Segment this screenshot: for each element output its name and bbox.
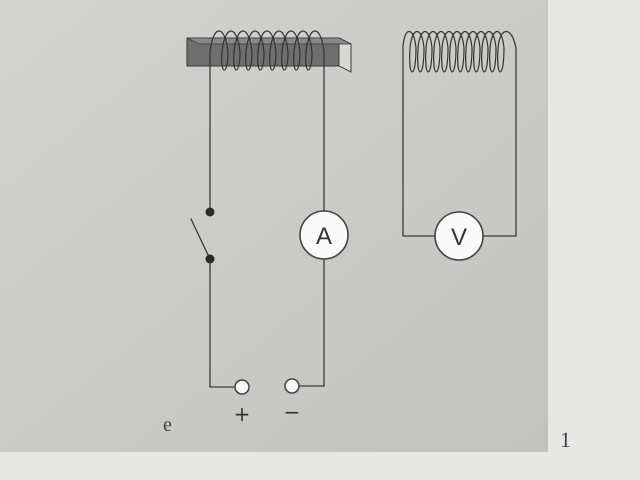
ammeter: A	[299, 210, 349, 260]
positive-terminal-label: +	[234, 402, 251, 426]
page-number: 1	[560, 427, 571, 452]
secondary-circuit: V	[402, 30, 517, 261]
primary-left-wire-lower	[209, 258, 236, 388]
secondary-right-wire	[482, 79, 517, 237]
negative-terminal	[284, 378, 300, 394]
switch-contact-top	[205, 207, 215, 217]
ammeter-symbol: A	[316, 223, 332, 250]
secondary-left-wire	[402, 79, 436, 237]
voltmeter-ring	[434, 211, 484, 261]
secondary-coil	[402, 30, 517, 80]
switch-lever	[190, 218, 211, 260]
primary-circuit: A + −	[186, 30, 352, 426]
negative-terminal-label: −	[284, 400, 301, 424]
voltmeter-symbol: V	[451, 224, 467, 251]
primary-coil	[209, 30, 325, 80]
ammeter-ring	[299, 210, 349, 260]
left-letter: e	[163, 414, 172, 436]
positive-terminal	[234, 379, 250, 395]
voltmeter: V	[434, 211, 484, 261]
